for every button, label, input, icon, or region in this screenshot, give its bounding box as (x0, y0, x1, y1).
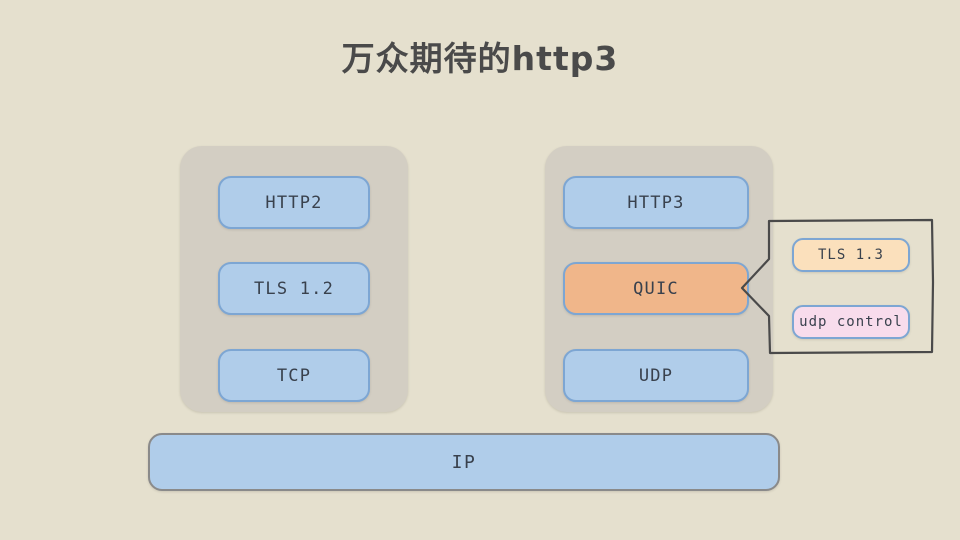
callout-item-udp-control-label: udp control (799, 314, 903, 330)
layer-http3-label: HTTP3 (627, 192, 685, 213)
layer-udp-label: UDP (638, 365, 674, 386)
callout-item-tls13[interactable]: TLS 1.3 (792, 238, 910, 272)
callout-item-tls13-label: TLS 1.3 (817, 247, 884, 263)
page-title: 万众期待的http3 (341, 39, 619, 78)
layer-ip-label: IP (451, 451, 477, 473)
callout-outline-icon (740, 218, 935, 355)
layer-quic-label: QUIC (633, 278, 679, 299)
layer-quic[interactable]: QUIC (563, 262, 749, 315)
layer-udp[interactable]: UDP (563, 349, 749, 402)
layer-tcp[interactable]: TCP (218, 349, 370, 402)
callout-item-udp-control[interactable]: udp control (792, 305, 910, 339)
layer-ip[interactable]: IP (148, 433, 780, 491)
layer-tcp-label: TCP (276, 365, 312, 386)
layer-http2-label: HTTP2 (265, 192, 323, 213)
layer-tls12-label: TLS 1.2 (253, 278, 335, 299)
layer-tls12[interactable]: TLS 1.2 (218, 262, 370, 315)
layer-http2[interactable]: HTTP2 (218, 176, 370, 229)
quic-callout: TLS 1.3 udp control (740, 212, 940, 360)
layer-http3[interactable]: HTTP3 (563, 176, 749, 229)
